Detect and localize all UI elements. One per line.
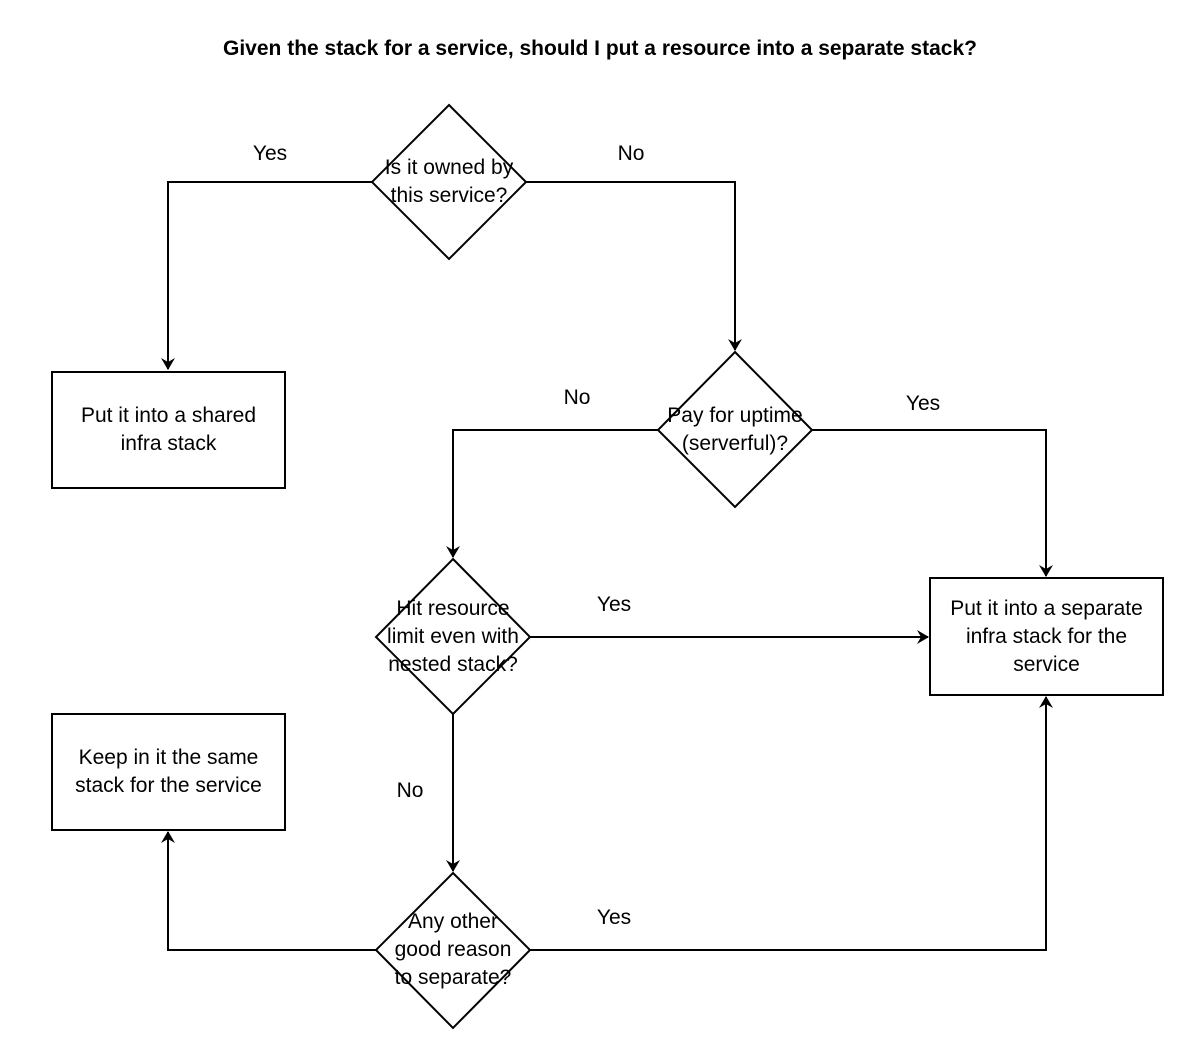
diagram-title: Given the stack for a service, should I … — [223, 37, 977, 60]
decision-uptime-label: Pay for uptime (serverful)? — [667, 404, 803, 455]
edge-reason-no — [161, 831, 376, 951]
edge-label-uptime-yes: Yes — [905, 392, 941, 415]
decision-uptime-shape — [656, 350, 814, 509]
edge-label-reason-yes: Yes — [596, 906, 632, 929]
process-separate-stack-label: Put it into a separate infra stack for t… — [950, 596, 1143, 676]
edge-label-limit-no: No — [396, 779, 424, 802]
decision-owned-label: Is it owned by this service? — [384, 156, 514, 207]
decision-owned-shape — [370, 103, 528, 261]
edge-uptime-no — [446, 429, 658, 558]
process-shared-stack-label: Put it into a shared infra stack — [80, 404, 257, 455]
edge-owned-yes — [161, 181, 372, 370]
decision-reason-label: Any other good reason to separate? — [394, 910, 512, 989]
process-same-stack-shape — [51, 713, 286, 831]
edge-uptime-yes — [812, 429, 1053, 577]
decision-reason-shape — [374, 871, 532, 1030]
decision-limit-label: Hit resource limit even with nested stac… — [387, 597, 519, 676]
edge-owned-no — [526, 181, 742, 351]
process-same-stack-label: Keep in it the same stack for the servic… — [75, 746, 262, 797]
process-separate-stack-shape — [929, 577, 1164, 696]
edge-label-limit-yes: Yes — [596, 593, 632, 616]
process-shared-stack-shape — [51, 371, 286, 489]
edge-label-uptime-no: No — [563, 386, 591, 409]
edge-label-owned-no: No — [617, 142, 645, 165]
edge-reason-yes — [530, 696, 1053, 951]
edge-label-owned-yes: Yes — [252, 142, 288, 165]
